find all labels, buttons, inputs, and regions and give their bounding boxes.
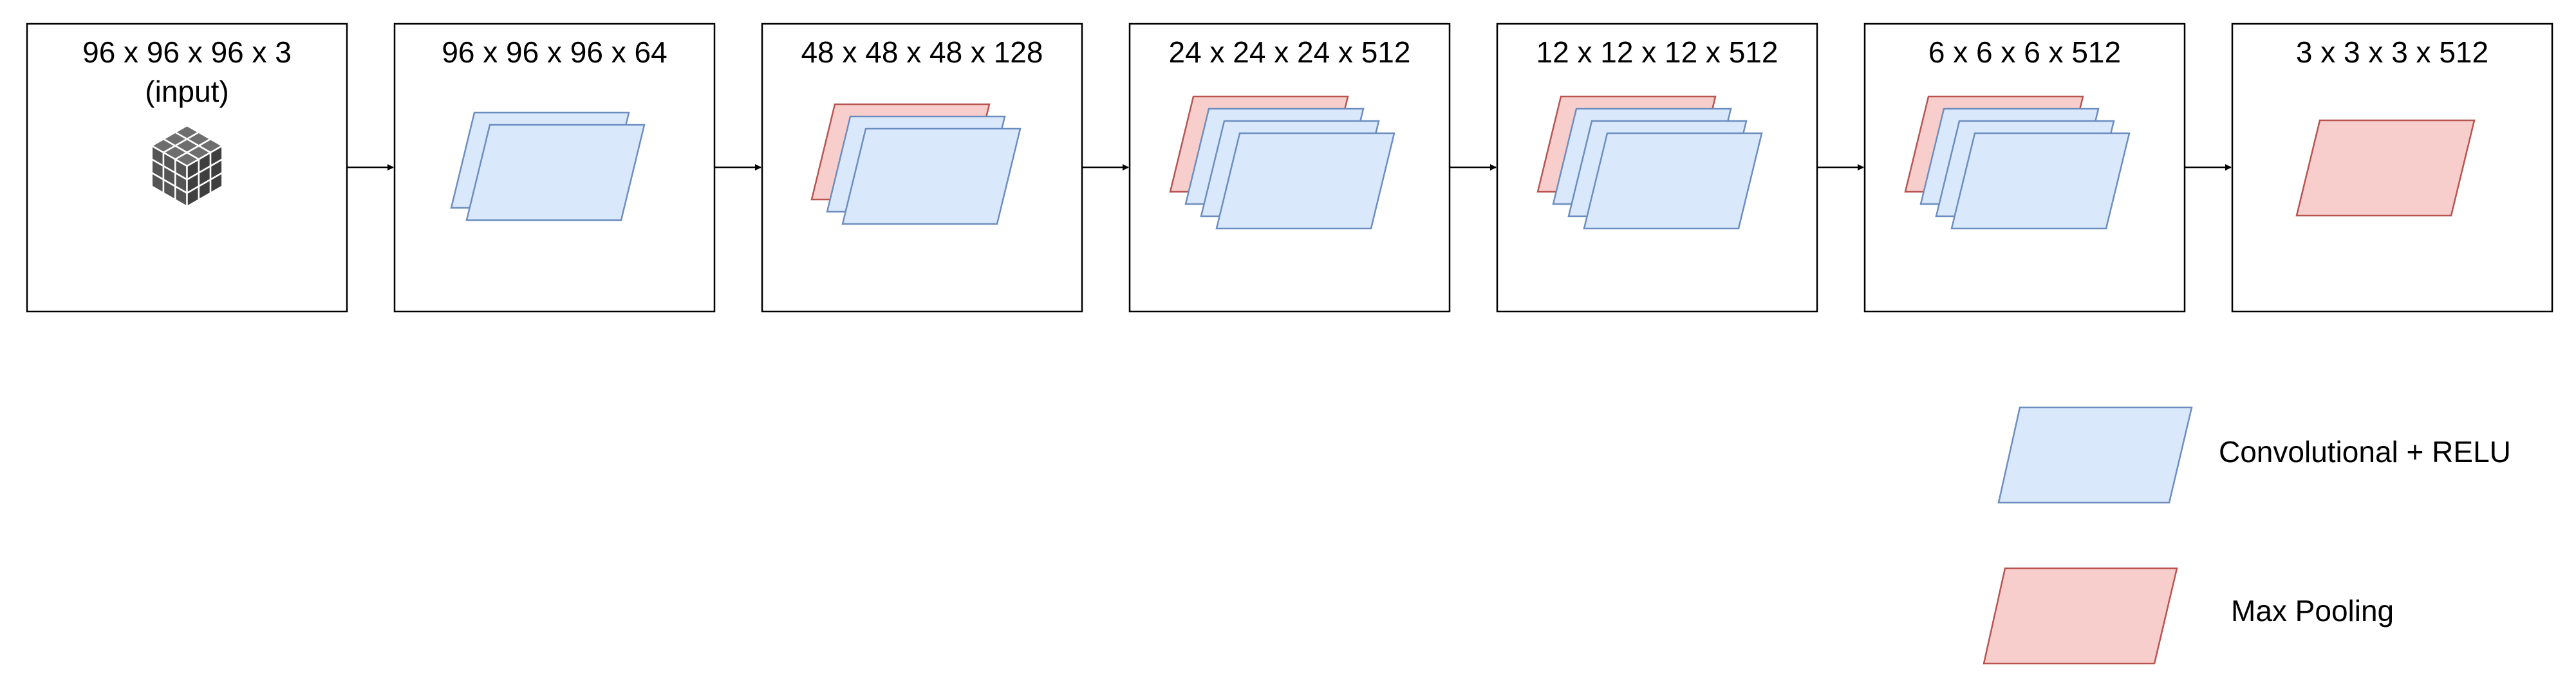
legend-conv-label: Convolutional + RELU	[2219, 435, 2511, 469]
stage-title: 96 x 96 x 96 x 64	[442, 35, 667, 69]
conv-relu-layer	[1215, 132, 1395, 230]
stage-title: 6 x 6 x 6 x 512	[1928, 35, 2121, 69]
max-pooling-layer	[2295, 119, 2476, 217]
conv-relu-layer	[1583, 132, 1763, 230]
conv-relu-layer	[841, 127, 1022, 225]
stage-title: 12 x 12 x 12 x 512	[1536, 35, 1778, 69]
stage-title: 3 x 3 x 3 x 512	[2296, 35, 2488, 69]
legend-pool-swatch	[1983, 567, 2178, 665]
legend: Convolutional + RELU Max Pooling	[1983, 406, 2511, 665]
conv-relu-layer	[465, 124, 646, 221]
stage-1: 96 x 96 x 96 x 3 (input)	[26, 23, 348, 313]
legend-pool-label: Max Pooling	[2231, 594, 2394, 628]
stage-6: 6 x 6 x 6 x 512	[1863, 23, 2186, 313]
legend-conv-swatch	[1997, 406, 2193, 504]
conv-relu-layer	[1950, 132, 2131, 230]
stage-title: 96 x 96 x 96 x 3	[82, 35, 292, 69]
stages-group: 96 x 96 x 96 x 3 (input) 96 x 96 x 96 x 64…	[26, 23, 2553, 313]
rubiks-cube-icon	[150, 124, 224, 209]
stage-2: 96 x 96 x 96 x 64	[393, 23, 716, 313]
stage-subtitle: (input)	[145, 75, 229, 108]
stage-3: 48 x 48 x 48 x 128	[761, 23, 1083, 313]
stage-title: 48 x 48 x 48 x 128	[801, 35, 1043, 69]
stage-4: 24 x 24 x 24 x 512	[1128, 23, 1451, 313]
stage-title: 24 x 24 x 24 x 512	[1169, 35, 1411, 69]
stage-7: 3 x 3 x 3 x 512	[2231, 23, 2553, 313]
stage-5: 12 x 12 x 12 x 512	[1496, 23, 1818, 313]
